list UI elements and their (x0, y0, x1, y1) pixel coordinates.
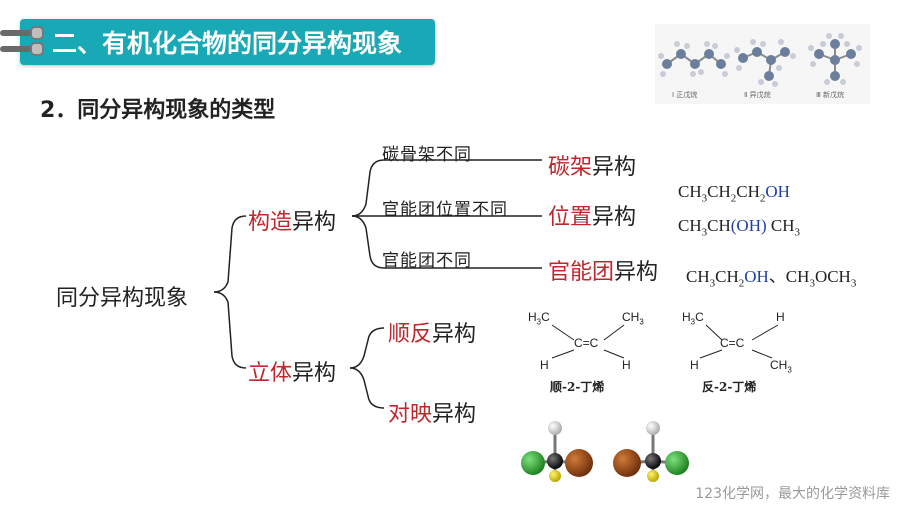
stereo-to-cis-trans-line (349, 327, 385, 369)
cis-bottom-left-group: H (540, 358, 549, 372)
position-reason-label: 官能团位置不同 (382, 200, 508, 220)
section-title: 二、有机化合物的同分异构现象 (52, 29, 403, 58)
trans-bottom-left-group: H (690, 358, 699, 372)
formula-ethanol-dimethyl-ether: CH3CH2OH、CH3OCH3 (686, 267, 857, 290)
constitutional-to-group-line (351, 215, 542, 269)
root-to-stereo-line (213, 291, 247, 369)
position-isomerism-node: 位置异构 (548, 199, 636, 231)
stereo-isomerism-node: 立体异构 (248, 355, 336, 387)
group-reason-label: 官能团不同 (382, 251, 472, 271)
binder-clip-bottom (0, 46, 40, 52)
page-subtitle: 2．同分异构现象的类型 (40, 98, 276, 123)
group-rest: 异构 (614, 260, 659, 285)
position-accent: 位置 (548, 205, 593, 230)
formula-1-propanol: CH3CH2CH2OH (678, 182, 790, 205)
pentane-caption-1: Ⅰ 正戊烷 (672, 91, 698, 99)
cis-trans-rest: 异构 (432, 322, 477, 347)
enantiomer-accent: 对映 (388, 402, 433, 427)
section-header-bar (20, 19, 435, 65)
root-to-constitutional-line (213, 215, 247, 293)
pentane-caption-2: Ⅱ 异戊烷 (744, 91, 771, 99)
skeleton-rest: 异构 (592, 155, 637, 180)
position-rest: 异构 (592, 205, 637, 230)
cis-2-butene-caption: 顺-2-丁烯 (550, 380, 605, 394)
right-enantiomer-model (613, 421, 689, 482)
cis-top-left-group: H3C (528, 310, 550, 327)
enantiomer-rest: 异构 (432, 402, 477, 427)
constitutional-isomerism-node: 构造异构 (248, 204, 336, 236)
constitutional-rest: 异构 (292, 210, 337, 235)
left-enantiomer-model (521, 421, 593, 482)
formula-2-propanol: CH3CH(OH) CH3 (678, 216, 801, 239)
binder-ring-bottom (30, 42, 44, 56)
constitutional-accent: 构造 (248, 210, 293, 235)
enantiomer-models-image (521, 421, 689, 482)
trans-bottom-right-group: CH3 (770, 358, 792, 375)
site-watermark: 123化学网，最大的化学资料库 (695, 486, 890, 502)
stereo-rest: 异构 (292, 361, 337, 386)
skeleton-accent: 碳架 (548, 155, 593, 180)
constitutional-to-skeleton-line (351, 159, 542, 217)
binder-clip-top (0, 30, 40, 36)
stereo-accent: 立体 (248, 361, 293, 386)
pentane-isomers-image (655, 24, 870, 104)
stereo-to-enantiomer-line (349, 367, 385, 409)
skeleton-isomerism-node: 碳架异构 (548, 149, 636, 181)
cis-bottom-right-group: H (622, 358, 631, 372)
functional-group-isomerism-node: 官能团异构 (548, 254, 658, 286)
skeleton-reason-label: 碳骨架不同 (382, 145, 472, 165)
cis-top-right-group: CH3 (622, 310, 644, 327)
cis-trans-isomerism-node: 顺反异构 (388, 316, 476, 348)
root-node: 同分异构现象 (56, 286, 189, 311)
binder-ring-top (30, 26, 44, 40)
trans-double-bond: C=C (720, 336, 745, 350)
trans-2-butene-caption: 反-2-丁烯 (702, 380, 757, 394)
cis-double-bond: C=C (574, 336, 599, 350)
enantiomer-isomerism-node: 对映异构 (388, 396, 476, 428)
trans-top-left-group: H3C (682, 310, 704, 327)
trans-top-right-group: H (776, 310, 785, 324)
group-accent: 官能团 (548, 260, 615, 285)
cis-trans-accent: 顺反 (388, 322, 433, 347)
pentane-caption-3: Ⅲ 新戊烷 (816, 91, 845, 99)
